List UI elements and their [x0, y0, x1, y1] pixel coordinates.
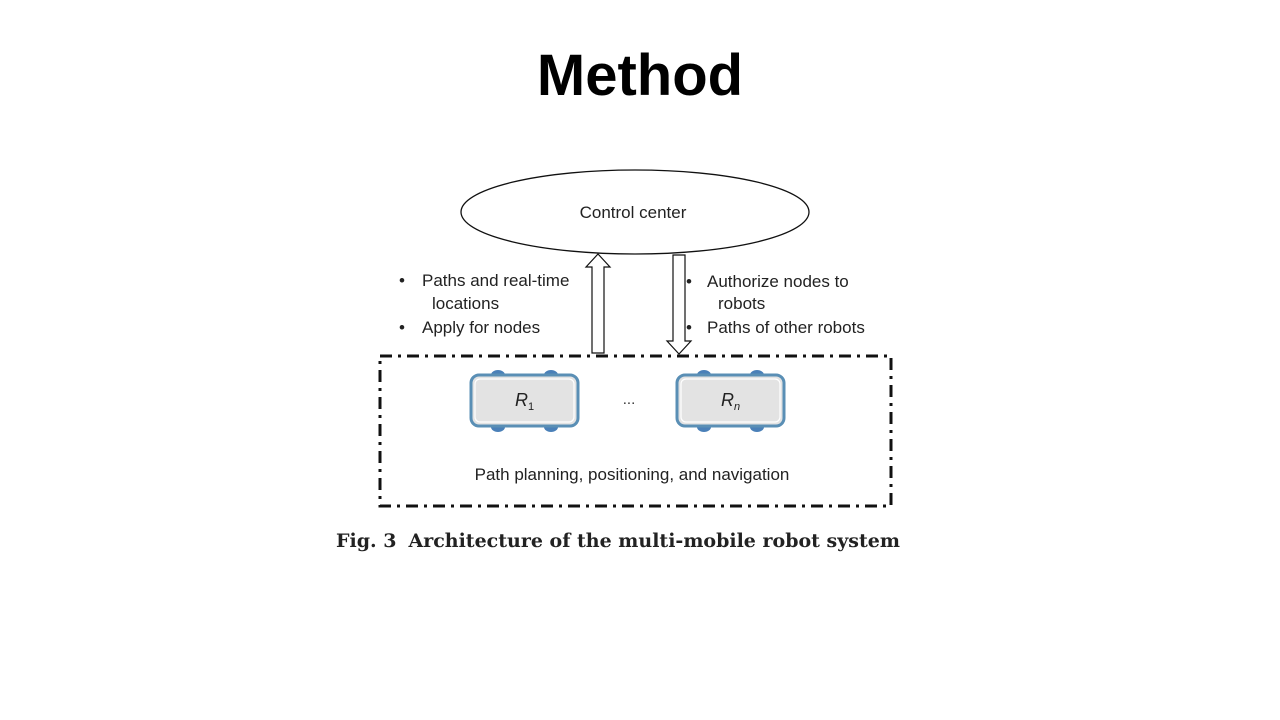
robot-rn: Rn — [675, 370, 786, 432]
robot-body — [469, 373, 580, 428]
robot-body-inner — [474, 378, 575, 423]
upward-arrow — [584, 253, 612, 354]
figure-caption-text: Architecture of the multi-mobile robot s… — [408, 530, 900, 552]
robot-label: Rn — [721, 390, 740, 413]
robot-body — [675, 373, 786, 428]
downstream-messages-list: • Authorize nodes to robots • Paths of o… — [686, 272, 865, 337]
list-item: Authorize nodes to — [707, 272, 849, 291]
control-center-ellipse — [460, 169, 810, 255]
list-item-continuation: locations — [432, 294, 499, 313]
bullet-icon: • — [399, 318, 405, 337]
robot-body-inner — [680, 378, 781, 423]
robot-r1: R1 — [469, 370, 580, 432]
figure-number: Fig. 3 — [336, 530, 397, 552]
bullet-icon: • — [686, 318, 692, 337]
control-center-node: Control center — [460, 169, 810, 255]
robot-group-boundary — [378, 354, 893, 508]
robot-label: R1 — [515, 390, 534, 413]
upstream-messages-list: • Paths and real-time locations • Apply … — [399, 271, 569, 337]
robot-ellipsis: ... — [623, 391, 636, 408]
control-center-label: Control center — [580, 203, 687, 222]
bullet-icon: • — [399, 271, 405, 290]
list-item: Paths and real-time — [422, 271, 569, 290]
robot-group-label: Path planning, positioning, and navigati… — [475, 465, 790, 484]
list-item: Paths of other robots — [707, 318, 865, 337]
slide-title: Method — [536, 43, 744, 108]
bullet-icon: • — [686, 272, 692, 291]
list-item-continuation: robots — [718, 294, 765, 313]
downward-arrow — [665, 254, 693, 355]
figure-caption: Fig. 3 Architecture of the multi-mobile r… — [336, 530, 946, 552]
list-item: Apply for nodes — [422, 318, 540, 337]
